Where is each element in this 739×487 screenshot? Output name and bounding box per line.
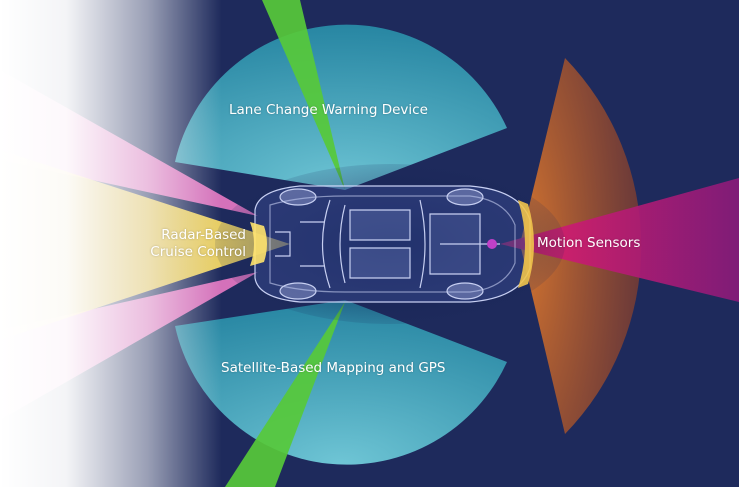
radar-label-line1: Radar-Based <box>161 227 246 243</box>
satellite-gps-label: Satellite-Based Mapping and GPS <box>221 360 446 376</box>
motion-sensors-label: Motion Sensors <box>537 235 641 251</box>
lane-change-label: Lane Change Warning Device <box>229 102 428 118</box>
radar-label-line2: Cruise Control <box>150 244 246 260</box>
radar-cruise-label: Radar-Based Cruise Control <box>150 227 246 261</box>
